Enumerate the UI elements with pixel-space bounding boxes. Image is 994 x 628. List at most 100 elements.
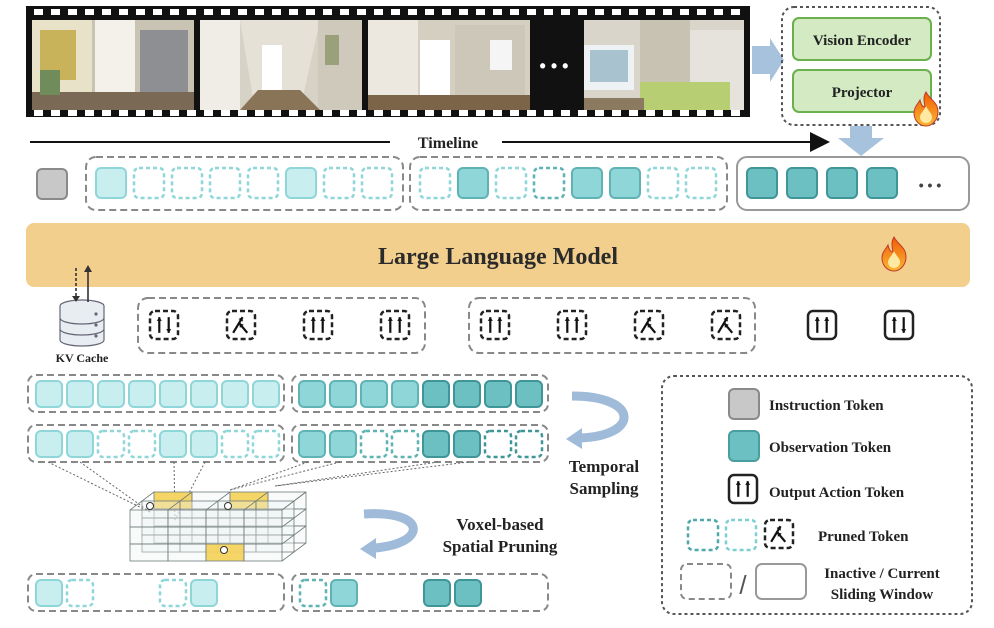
kv-cache-label: KV Cache bbox=[56, 351, 109, 365]
sampling-rows bbox=[27, 374, 549, 612]
projector-box bbox=[792, 69, 932, 113]
legend-pruned-label: Pruned Token bbox=[818, 529, 909, 545]
temporal-sampling-arrow bbox=[571, 391, 629, 443]
video-filmstrip: • • • bbox=[26, 6, 750, 117]
video-frame-3 bbox=[368, 20, 530, 110]
observation-token bbox=[298, 380, 326, 408]
observation-token bbox=[826, 167, 858, 199]
observation-token bbox=[571, 167, 603, 199]
legend: Instruction Token Observation Token Outp… bbox=[661, 375, 973, 615]
llm-block: Large Language Model bbox=[26, 223, 970, 287]
legend-pruned-swatch-1 bbox=[686, 518, 720, 552]
observation-token bbox=[128, 380, 156, 408]
encoder-to-tokens-arrow bbox=[838, 126, 884, 156]
instruction-token bbox=[36, 168, 68, 200]
pruned-action-token bbox=[763, 518, 795, 550]
action-token-row bbox=[137, 297, 915, 354]
observation-token bbox=[190, 430, 218, 458]
legend-action-swatch bbox=[727, 473, 759, 505]
video-frame-2 bbox=[200, 20, 362, 110]
observation-token bbox=[252, 380, 280, 408]
observation-token bbox=[35, 579, 63, 607]
pruned-observation-token bbox=[322, 166, 356, 200]
pruned-observation-token bbox=[359, 429, 389, 459]
legend-instruction-label: Instruction Token bbox=[769, 398, 884, 414]
observation-token bbox=[66, 380, 94, 408]
observation-token bbox=[329, 380, 357, 408]
pruned-observation-token bbox=[251, 429, 281, 459]
inactive-window-1 bbox=[85, 156, 404, 211]
pruned-observation-token bbox=[684, 166, 718, 200]
kv-cache: KV Cache bbox=[56, 265, 109, 365]
observation-token bbox=[159, 430, 187, 458]
action-window-1 bbox=[137, 297, 426, 354]
filmstrip-ellipsis: • • • bbox=[540, 56, 569, 76]
legend-window-label-2: Sliding Window bbox=[831, 587, 934, 603]
legend-window-label-1: Inactive / Current bbox=[824, 566, 940, 582]
legend-instruction-swatch bbox=[728, 388, 760, 420]
observation-token bbox=[285, 167, 317, 199]
pruned-action-token bbox=[633, 309, 665, 341]
token-stream: • • • bbox=[36, 156, 970, 211]
legend-pruned-swatch-3 bbox=[763, 518, 795, 550]
pruned-observation-token bbox=[646, 166, 680, 200]
observation-token bbox=[35, 430, 63, 458]
voxel-pruning-label-1: Voxel-based bbox=[456, 515, 544, 534]
pruned-observation-token bbox=[220, 429, 250, 459]
observation-token bbox=[484, 380, 512, 408]
filmstrip-sprockets-top bbox=[34, 9, 740, 15]
timeline-label: Timeline bbox=[418, 135, 478, 152]
filmstrip-sprockets-bottom bbox=[34, 110, 740, 116]
encoder-block: Vision Encoder Projector bbox=[781, 6, 941, 127]
pruned-observation-token bbox=[494, 166, 528, 200]
legend-inactive-window-swatch bbox=[680, 563, 732, 600]
pruned-observation-token bbox=[170, 166, 204, 200]
observation-token bbox=[453, 380, 481, 408]
pruned-action-token bbox=[379, 309, 411, 341]
pruned-observation-token bbox=[96, 429, 126, 459]
observation-token bbox=[453, 430, 481, 458]
temporal-sampling: Temporal Sampling bbox=[566, 391, 639, 498]
inactive-window-2 bbox=[409, 156, 728, 211]
pruned-action-token bbox=[479, 309, 511, 341]
observation-token bbox=[454, 579, 482, 607]
timeline: Timeline bbox=[30, 132, 830, 152]
pruned-action-token bbox=[148, 309, 180, 341]
observation-token bbox=[422, 380, 450, 408]
observation-token bbox=[329, 430, 357, 458]
observation-token bbox=[35, 380, 63, 408]
observation-token bbox=[423, 579, 451, 607]
observation-token bbox=[190, 380, 218, 408]
video-frame-4 bbox=[584, 20, 744, 110]
pruned-action-token bbox=[225, 309, 257, 341]
observation-token bbox=[786, 167, 818, 199]
pruned-action-token bbox=[556, 309, 588, 341]
observation-token bbox=[746, 167, 778, 199]
legend-current-window-swatch bbox=[755, 563, 807, 600]
vision-encoder-box bbox=[792, 17, 932, 61]
pruned-observation-token bbox=[532, 166, 566, 200]
action-token bbox=[883, 309, 915, 341]
action-token bbox=[727, 473, 759, 505]
observation-token bbox=[221, 380, 249, 408]
action-window-2 bbox=[468, 297, 756, 354]
legend-slash: / bbox=[739, 570, 747, 600]
pruned-observation-token bbox=[132, 166, 166, 200]
pruned-observation-token bbox=[418, 166, 452, 200]
temporal-sampling-label-1: Temporal bbox=[569, 457, 639, 476]
current-window bbox=[736, 156, 970, 211]
legend-observation-swatch bbox=[728, 430, 760, 462]
legend-output-action-label: Output Action Token bbox=[769, 485, 905, 501]
observation-token bbox=[422, 430, 450, 458]
pruned-observation-token bbox=[246, 166, 280, 200]
voxel-grid bbox=[129, 491, 307, 562]
observation-token bbox=[391, 380, 419, 408]
database-icon bbox=[59, 299, 105, 347]
fire-icon bbox=[913, 90, 939, 127]
pruned-observation-token bbox=[158, 578, 188, 608]
voxel-pruning-label-2: Spatial Pruning bbox=[443, 537, 558, 556]
observation-token bbox=[515, 380, 543, 408]
observation-token bbox=[360, 380, 388, 408]
fire-icon bbox=[881, 235, 907, 272]
